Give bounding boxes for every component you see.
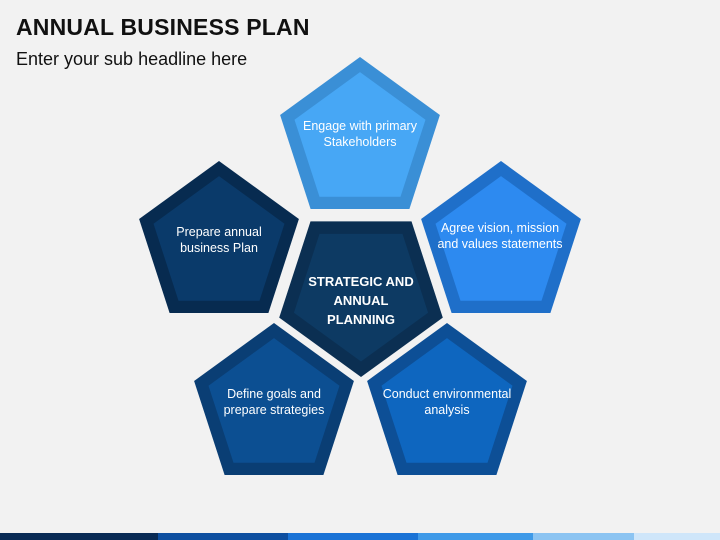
petal-label-define: Define goals and prepare strategies bbox=[223, 386, 325, 418]
footer-segment bbox=[0, 533, 159, 540]
footer-segment bbox=[532, 533, 634, 540]
footer-segment bbox=[287, 533, 418, 540]
petal-engage-inner-pentagon bbox=[294, 72, 426, 197]
page-subtitle: Enter your sub headline here bbox=[16, 49, 248, 69]
petal-label-agree: Agree vision, mission and values stateme… bbox=[437, 220, 563, 252]
petal-conduct-inner-pentagon bbox=[381, 338, 513, 463]
footer-color-bar bbox=[0, 533, 720, 540]
petal-label-engage: Engage with primary Stakeholders bbox=[303, 118, 417, 150]
center-label: STRATEGIC AND ANNUAL PLANNING bbox=[308, 273, 414, 327]
petal-agree-inner-pentagon bbox=[435, 176, 567, 301]
petal-define-inner-pentagon bbox=[208, 338, 340, 463]
petal-label-prepare: Prepare annual business Plan bbox=[176, 224, 262, 256]
footer-segment bbox=[417, 533, 533, 540]
petal-label-conduct: Conduct environmental analysis bbox=[382, 386, 512, 418]
page-title: ANNUAL BUSINESS PLAN bbox=[16, 14, 310, 40]
center-inner-pentagon bbox=[293, 233, 429, 362]
footer-segment bbox=[158, 533, 288, 540]
petal-prepare-inner-pentagon bbox=[153, 176, 285, 301]
footer-segment bbox=[633, 533, 720, 540]
